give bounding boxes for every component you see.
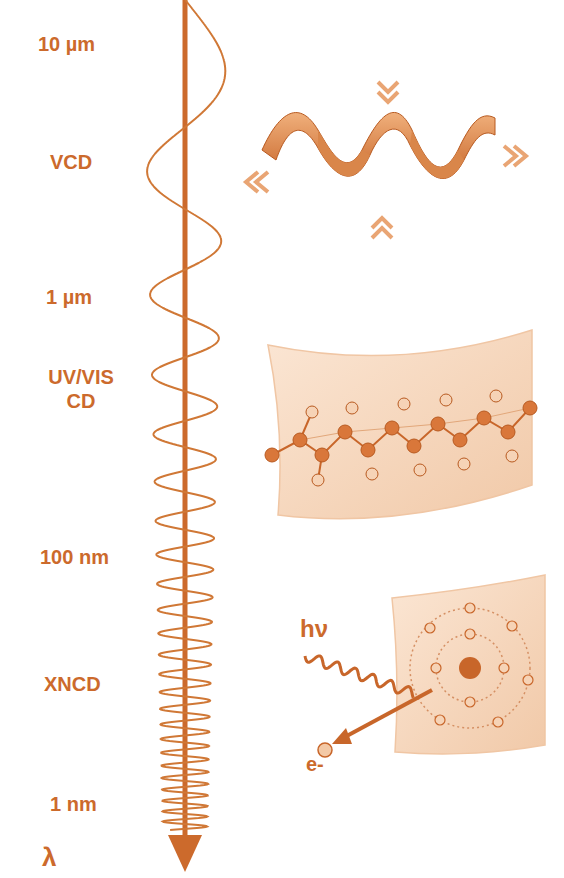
atom-dot [265,448,279,462]
molecule-panel [265,330,537,519]
photon-wave [305,656,413,698]
atom-dot [431,417,445,431]
compression-chevrons [246,82,526,238]
wavelength-label: 10 µm [38,32,95,56]
wavelength-label: 1 nm [50,792,97,816]
atom-panel [305,575,545,757]
atom-dot [414,464,426,476]
atom-dot [398,398,410,410]
atom-dot [407,439,421,453]
wavelength-label: 1 µm [46,285,92,309]
wave [147,0,225,830]
atom-dot [361,443,375,457]
atom-dot [346,402,358,414]
atom-dot [315,448,329,462]
method-label: VCD [50,150,92,174]
atom-dot [506,450,518,462]
atom-dot [306,406,318,418]
helix-ribbon [262,112,495,178]
photon-symbol: hν [300,615,328,644]
method-label: XNCD [44,672,101,696]
wavelength-label: 100 nm [40,545,109,569]
atom-dot [338,425,352,439]
atom-dot [477,411,491,425]
atom-dot [366,468,378,480]
atom-dot [440,394,452,406]
electron-symbol: e- [306,752,324,776]
method-label: UV/VIS CD [36,365,126,413]
atom-dot [490,390,502,402]
atom-dot [458,458,470,470]
atom-dot [293,433,307,447]
wave-line [147,0,225,830]
atom-dot [385,421,399,435]
axis-symbol: λ [42,842,56,873]
atom-dot [501,425,515,439]
atom-dot [312,474,324,486]
atom-dot [453,433,467,447]
atom-dot [523,401,537,415]
